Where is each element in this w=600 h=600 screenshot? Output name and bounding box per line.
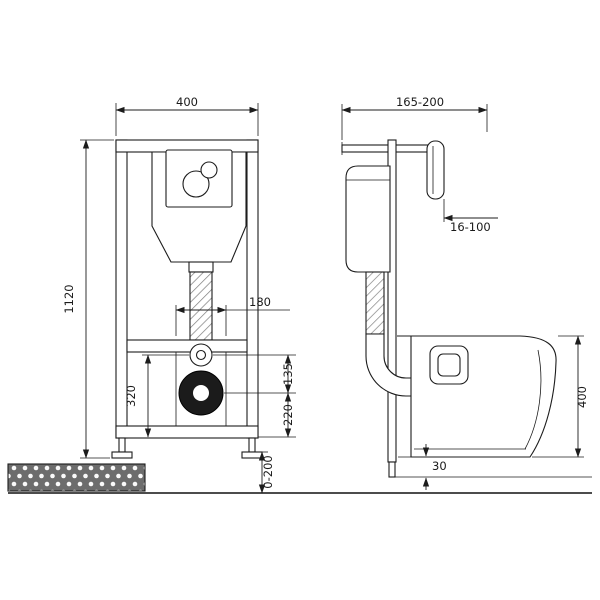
frame-right-leg [248,437,256,453]
dim-front-width-label: 400 [176,95,198,109]
side-cistern [345,165,391,273]
dim-bowl-height-label: 400 [575,386,589,408]
cistern-neck [188,261,214,273]
dim-floor-adjustment-label: 0-200 [261,455,275,488]
dim-wall-bracket-adjustment-label: 16-100 [450,220,491,234]
frame-left-foot [111,451,133,459]
flush-plate [165,149,233,208]
dim-fixing-spacing: 180 [175,295,290,336]
bowl-inner-curve [524,349,542,450]
dim-front-height: 1120 [62,139,114,459]
dim-fixing-spacing-label: 180 [249,295,271,309]
dim-floor-adjustment: 0-200 [252,451,275,494]
side-view: 165-200 16-100 400 30 [341,95,589,490]
flush-pipe-front [189,271,213,341]
dim-outlet-height: 220 [258,392,296,438]
dim-front-height-label: 1120 [62,284,76,313]
drain-outlet-inner-icon [193,385,209,401]
bowl-connector-inner [437,353,461,377]
toilet-bowl-side [397,335,557,458]
dim-inlet-to-outlet: 135 [213,354,296,394]
dim-outlet-height-label: 220 [281,404,295,426]
dim-inlet-height-label: 320 [124,385,138,407]
bracket-wall-plate [426,140,445,200]
cistern-side-body [345,165,391,273]
dim-depth-adjustment-label: 165-200 [396,95,444,109]
dim-bowl-height: 400 [532,335,589,458]
dim-base-offset-label: 30 [432,459,447,473]
inlet-port-inner-icon [195,349,207,361]
water-inlet-port [189,343,213,367]
front-view: 400 1120 180 135 220 [62,95,296,494]
frame-right-foot [241,451,263,459]
frame-left-leg [118,437,126,453]
dim-front-width: 400 [115,95,259,136]
dim-base-offset: 30 [398,444,447,490]
dim-wall-bracket-adjustment: 16-100 [443,199,498,234]
drain-outlet-port [178,370,224,416]
frame-bottom-bar [115,425,259,439]
bowl-outline [397,335,557,458]
side-frame-foot [388,461,396,478]
floor-assembly [7,463,592,494]
bracket-rod [341,144,429,153]
dim-inlet-to-outlet-label: 135 [281,363,295,385]
side-wall-bracket [341,140,445,200]
dim-depth-adjustment: 165-200 [341,95,488,140]
floor-drain-channel [7,463,146,492]
dim-inlet-height: 320 [124,354,189,438]
frame-crossbar [126,339,248,353]
flush-pipe-side [365,271,385,335]
flush-button-large-icon [182,170,210,198]
flush-button-small-icon [200,161,218,179]
drain-elbow [365,333,413,397]
